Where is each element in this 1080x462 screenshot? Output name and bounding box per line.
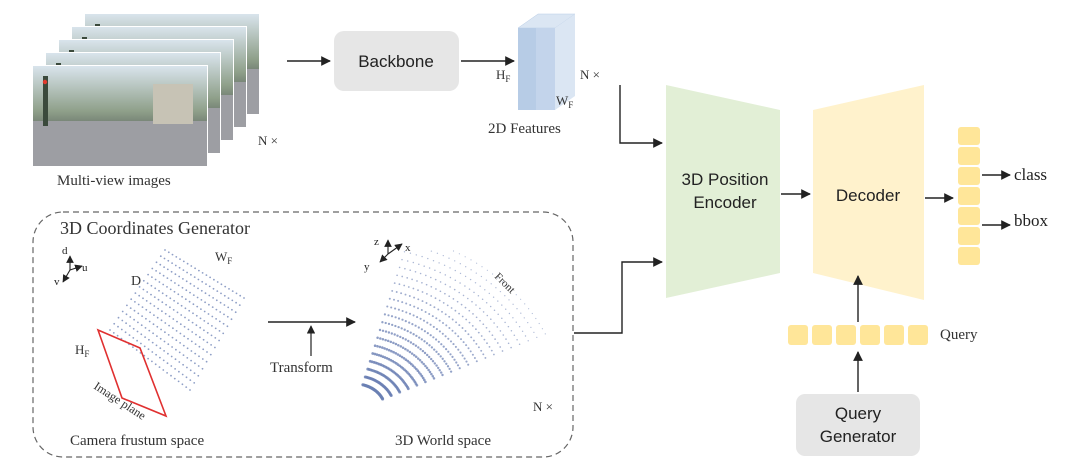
query-token (860, 325, 880, 345)
frustum-height-label: HF (75, 342, 89, 359)
output-query-token (958, 187, 980, 205)
features-2d-label: 2D Features (488, 121, 561, 137)
position-encoder-block (666, 85, 780, 298)
image-plane-outline (96, 328, 168, 418)
output-query-token (958, 127, 980, 145)
image-count-label: N × (258, 133, 278, 148)
world-space-point-cloud (361, 250, 546, 401)
output-query-token (958, 167, 980, 185)
class-output-label: class (1014, 165, 1047, 184)
query-token (884, 325, 904, 345)
query-generator-box (796, 394, 920, 456)
query-token (908, 325, 928, 345)
camera-frustum-space-label: Camera frustum space (70, 433, 204, 449)
image-plane-label: Image plane (91, 379, 148, 423)
world-space-label: 3D World space (395, 433, 491, 449)
query-token (812, 325, 832, 345)
camera-frustum-point-grid (109, 249, 245, 391)
front-label: Front (492, 271, 517, 296)
query-generator-label-line2: Generator (820, 427, 897, 446)
arrow-coordinates-to-encoder (574, 257, 663, 334)
world-axes-icon (379, 239, 403, 263)
frustum-width-label: WF (215, 249, 232, 266)
feature-count-label: N × (580, 67, 600, 82)
decoder-block (813, 85, 924, 300)
arrow-features-to-encoder (619, 85, 663, 148)
output-query-token (958, 247, 980, 265)
camera-view-image (32, 65, 208, 167)
multi-view-image-stack (32, 13, 260, 167)
feature-map-block (517, 13, 576, 110)
axis-v-label: v (54, 276, 60, 288)
axis-y-label: y (364, 261, 370, 273)
query-generator-label-line1: Query (835, 404, 882, 423)
axis-d-label: d (62, 245, 68, 257)
encoder-label-line1: 3D Position (682, 170, 769, 189)
output-token-column (958, 127, 980, 265)
query-token (788, 325, 808, 345)
feature-height-label: HF (496, 67, 510, 84)
output-query-token (958, 227, 980, 245)
world-count-label: N × (533, 399, 553, 414)
depth-label: D (131, 274, 141, 289)
query-token-row (788, 325, 928, 345)
axis-z-label: z (374, 236, 379, 248)
transform-label: Transform (270, 360, 333, 376)
feature-width-label: WF (556, 93, 573, 110)
coordinates-generator-region (32, 211, 574, 458)
bbox-output-label: bbox (1014, 211, 1049, 230)
decoder-label: Decoder (836, 186, 901, 205)
output-query-token (958, 207, 980, 225)
query-label: Query (940, 327, 978, 343)
backbone-label: Backbone (358, 52, 434, 71)
multi-view-images-label: Multi-view images (57, 173, 171, 189)
query-token (836, 325, 856, 345)
output-query-token (958, 147, 980, 165)
encoder-label-line2: Encoder (693, 193, 757, 212)
axis-u-label: u (82, 262, 88, 274)
axis-x-label: x (405, 242, 411, 254)
backbone-box (334, 31, 459, 91)
camera-axes-icon (62, 255, 83, 283)
coordinates-generator-title: 3D Coordinates Generator (60, 218, 250, 238)
